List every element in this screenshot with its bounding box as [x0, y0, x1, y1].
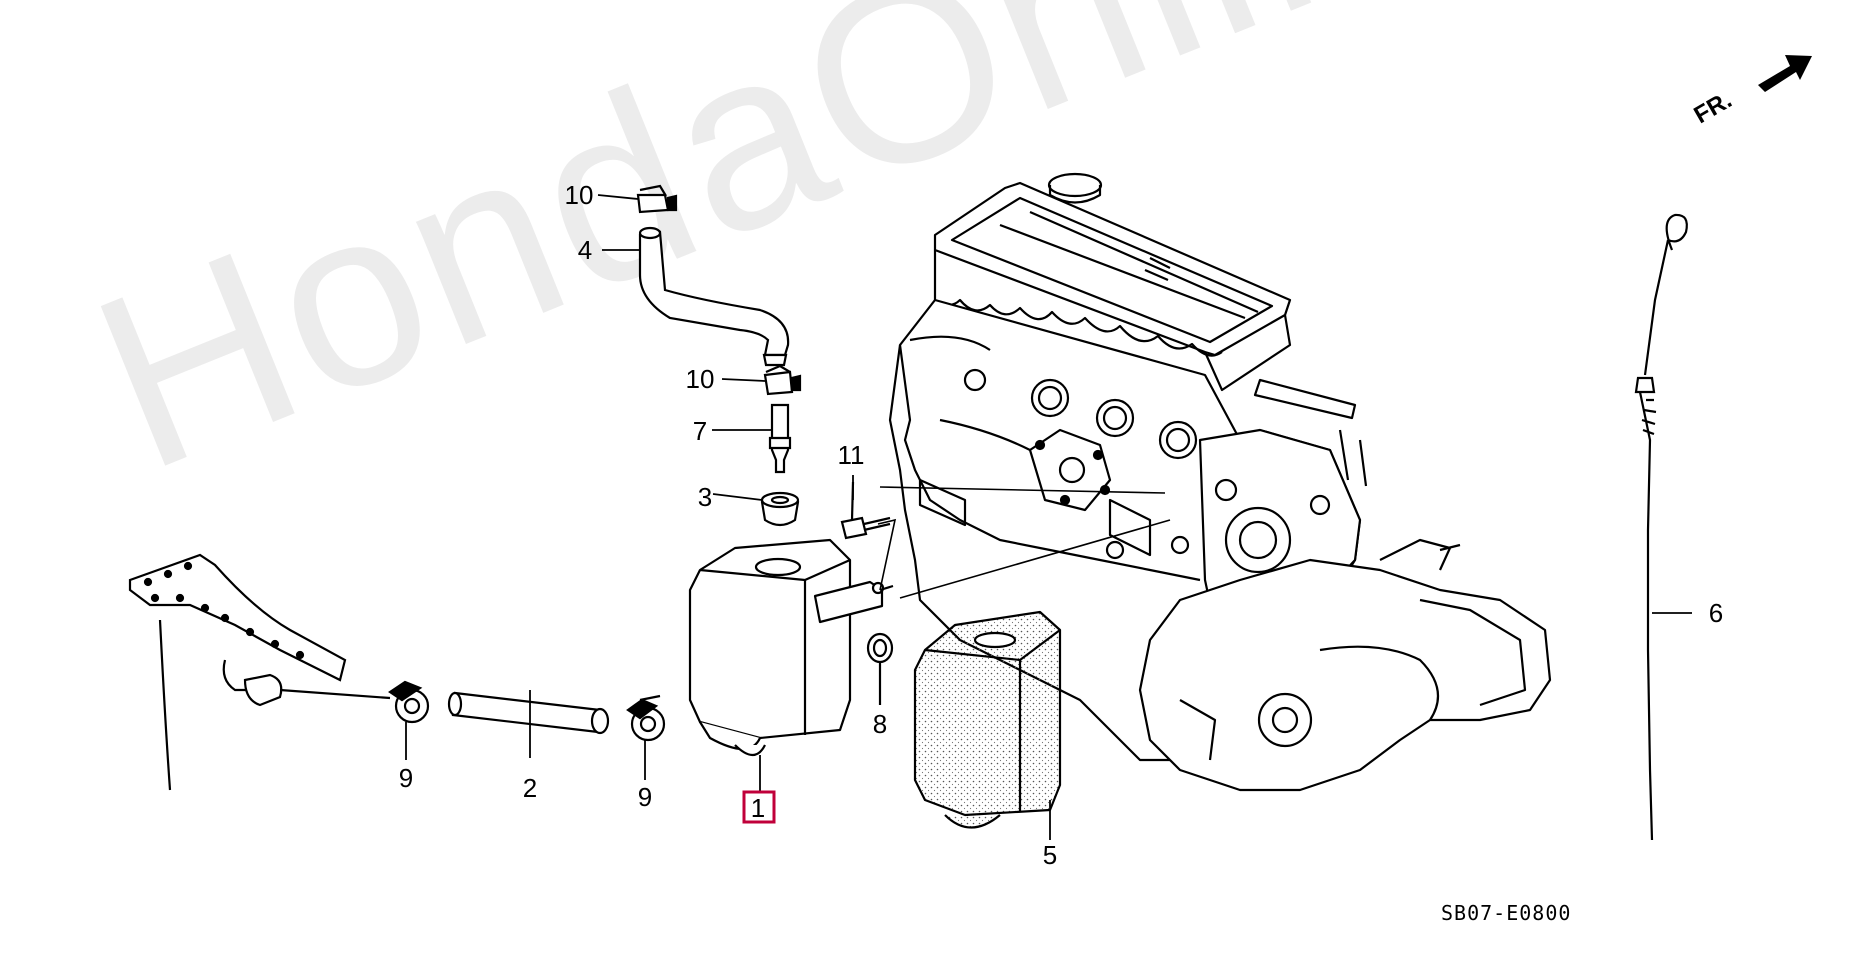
- breather-chamber-1: [688, 538, 894, 757]
- callout-4[interactable]: 4: [578, 235, 592, 265]
- leader-lines: [405, 194, 1692, 840]
- bracket-left: [128, 553, 391, 791]
- callout-2[interactable]: 2: [523, 773, 537, 803]
- callout-8[interactable]: 8: [873, 709, 887, 739]
- hose-clamp-9-left: [388, 680, 430, 724]
- callout-6[interactable]: 6: [1709, 598, 1723, 628]
- callout-9-right[interactable]: 9: [638, 782, 652, 812]
- callout-10-top[interactable]: 10: [565, 180, 594, 210]
- grommet-3: [760, 491, 800, 527]
- callout-1[interactable]: 1: [751, 793, 765, 823]
- front-direction-arrow: FR.: [1690, 55, 1812, 129]
- callout-7[interactable]: 7: [693, 416, 707, 446]
- callout-3[interactable]: 3: [698, 482, 712, 512]
- callout-11[interactable]: 11: [838, 440, 865, 470]
- hose-clamp-9-right: [626, 694, 666, 742]
- hose-clamp-10-mid: [763, 364, 802, 396]
- diagram-code: SB07-E0800: [1441, 901, 1571, 925]
- callout-5[interactable]: 5: [1043, 840, 1057, 870]
- hose-clamp-10-top: [636, 184, 678, 214]
- callout-9-left[interactable]: 9: [399, 763, 413, 793]
- breather-chamber-5: [913, 610, 1062, 829]
- highlight-box: [742, 790, 776, 824]
- direction-label: FR.: [1690, 86, 1737, 129]
- hose-2: [447, 691, 610, 735]
- callout-10-mid[interactable]: 10: [686, 364, 715, 394]
- hose-4: [638, 226, 790, 367]
- joint-7: [768, 403, 792, 474]
- dipstick: [1634, 213, 1688, 841]
